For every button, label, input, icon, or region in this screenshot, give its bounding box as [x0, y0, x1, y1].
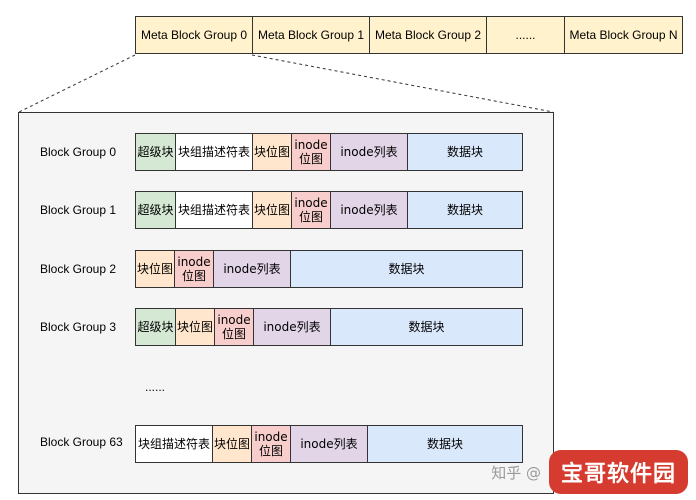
- watermark-text: 知乎 @: [491, 463, 541, 482]
- block-bitmap-cell: 块位图: [253, 134, 292, 170]
- inode-bitmap-cell-label: inode 位图: [254, 430, 288, 458]
- inode-table-cell: inode列表: [331, 134, 408, 170]
- block-bitmap-cell-label: 块位图: [253, 145, 290, 159]
- meta-block-group-2: Meta Block Group 2: [370, 17, 487, 53]
- inode-table-cell-label: inode列表: [263, 320, 321, 334]
- data-blocks-cell-label: 数据块: [408, 320, 445, 334]
- block-group-row-1: 超级块块组描述符表块位图 inode 位图 inode列表 数据块: [135, 191, 523, 229]
- block-group-row-63: 块组描述符表块位图 inode 位图 inode列表 数据块: [135, 425, 523, 463]
- data-blocks-cell: 数据块: [408, 134, 522, 170]
- block-group-label-63: Block Group 63: [40, 435, 123, 449]
- watermark-logo: 宝哥软件园: [548, 450, 688, 494]
- block-bitmap-cell-label: 块位图: [136, 262, 173, 276]
- superblock-cell: 超级块: [136, 309, 176, 345]
- data-blocks-cell-label: 数据块: [426, 437, 463, 451]
- group-descriptor-table-cell: 块组描述符表: [176, 192, 253, 228]
- block-bitmap-cell: 块位图: [176, 309, 215, 345]
- meta-block-group-row: Meta Block Group 0 Meta Block Group 1 Me…: [135, 16, 683, 54]
- meta-block-group-0: Meta Block Group 0: [136, 17, 253, 53]
- inode-table-cell: inode列表: [291, 426, 368, 462]
- inode-bitmap-cell-label: inode 位图: [217, 313, 251, 341]
- data-blocks-cell: 数据块: [408, 192, 522, 228]
- connector-right-dashed: [251, 54, 554, 113]
- block-bitmap-cell-label: 块位图: [213, 437, 250, 451]
- data-blocks-cell: 数据块: [291, 251, 522, 287]
- inode-table-cell-label: inode列表: [340, 203, 398, 217]
- block-group-label-1: Block Group 1: [40, 203, 117, 217]
- inode-table-cell-label: inode列表: [223, 262, 281, 276]
- block-bitmap-cell-label: 块位图: [176, 320, 213, 334]
- group-descriptor-table-cell-label: 块组描述符表: [137, 437, 210, 451]
- inode-bitmap-cell: inode 位图: [292, 134, 331, 170]
- group-descriptor-table-cell-label: 块组描述符表: [177, 203, 250, 217]
- inode-table-cell-label: inode列表: [340, 145, 398, 159]
- meta-block-group-1: Meta Block Group 1: [253, 17, 370, 53]
- block-group-row-0: 超级块块组描述符表块位图 inode 位图 inode列表 数据块: [135, 133, 523, 171]
- inode-bitmap-cell: inode 位图: [175, 251, 214, 287]
- inode-table-cell: inode列表: [254, 309, 331, 345]
- watermark: 知乎 @ 宝哥软件园: [491, 450, 688, 494]
- data-blocks-cell: 数据块: [368, 426, 522, 462]
- meta-block-group-ellipsis: ......: [487, 17, 565, 53]
- block-bitmap-cell: 块位图: [253, 192, 292, 228]
- data-blocks-cell-label: 数据块: [446, 145, 483, 159]
- block-bitmap-cell-label: 块位图: [253, 203, 290, 217]
- inode-bitmap-cell: inode 位图: [292, 192, 331, 228]
- group-descriptor-table-cell: 块组描述符表: [176, 134, 253, 170]
- superblock-cell-label: 超级块: [137, 320, 174, 334]
- block-bitmap-cell: 块位图: [213, 426, 252, 462]
- inode-table-cell-label: inode列表: [300, 437, 358, 451]
- group-descriptor-table-cell-label: 块组描述符表: [177, 145, 250, 159]
- group-descriptor-table-cell: 块组描述符表: [136, 426, 213, 462]
- inode-table-cell: inode列表: [214, 251, 291, 287]
- inode-bitmap-cell-label: inode 位图: [294, 138, 328, 166]
- block-group-label-0: Block Group 0: [40, 145, 117, 159]
- superblock-cell-label: 超级块: [137, 145, 174, 159]
- inode-bitmap-cell-label: inode 位图: [294, 196, 328, 224]
- block-group-row-2: 块位图 inode 位图 inode列表 数据块: [135, 250, 523, 288]
- block-group-label-3: Block Group 3: [40, 320, 117, 334]
- data-blocks-cell-label: 数据块: [388, 262, 425, 276]
- block-bitmap-cell: 块位图: [136, 251, 175, 287]
- superblock-cell: 超级块: [136, 134, 176, 170]
- block-group-row-3: 超级块块位图 inode 位图 inode列表 数据块: [135, 308, 523, 346]
- superblock-cell-label: 超级块: [137, 203, 174, 217]
- connector-left-dashed: [18, 54, 136, 113]
- inode-bitmap-cell: inode 位图: [252, 426, 291, 462]
- inode-bitmap-cell-label: inode 位图: [177, 255, 211, 283]
- inode-table-cell: inode列表: [331, 192, 408, 228]
- superblock-cell: 超级块: [136, 192, 176, 228]
- inode-bitmap-cell: inode 位图: [215, 309, 254, 345]
- data-blocks-cell: 数据块: [331, 309, 522, 345]
- meta-block-group-n: Meta Block Group N: [565, 17, 682, 53]
- data-blocks-cell-label: 数据块: [446, 203, 483, 217]
- block-group-label-2: Block Group 2: [40, 262, 117, 276]
- rows-ellipsis: ......: [145, 380, 166, 394]
